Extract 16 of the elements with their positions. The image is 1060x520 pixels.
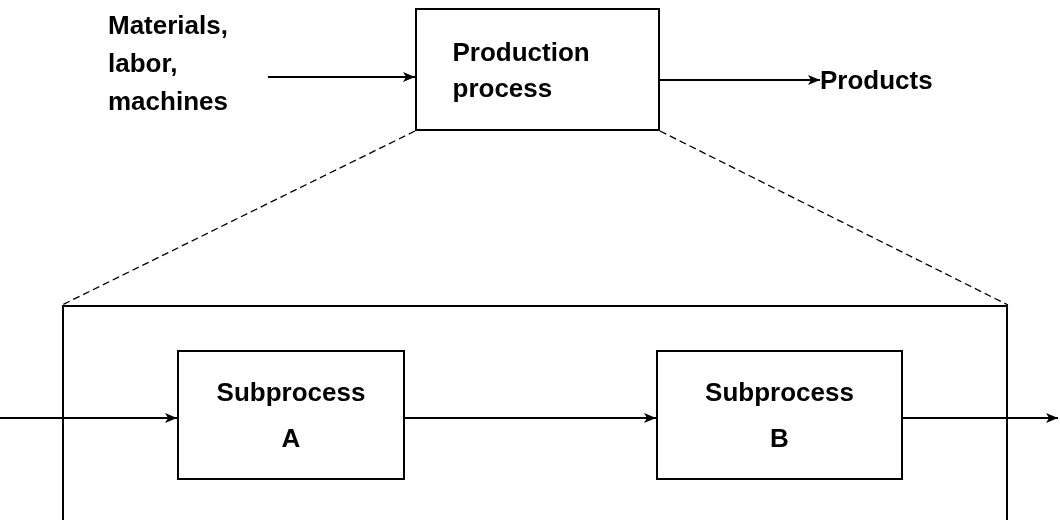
arrow [902,413,1059,423]
arrow [404,413,657,423]
dashed-line [61,130,416,306]
arrow [0,413,178,423]
arrow [267,72,416,82]
box-label: Subprocess B [704,376,855,455]
subprocess-box [177,350,405,480]
input-label: Materials, labor, machines [108,8,229,118]
expanded-process-frame [62,305,1008,520]
arrow [659,75,821,85]
output-label: Products [820,64,934,97]
subprocess-box [656,350,903,480]
process-box [415,8,660,131]
box-label: Subprocess A [216,376,366,455]
box-label: Production process [452,35,591,105]
dashed-line [659,130,1009,306]
